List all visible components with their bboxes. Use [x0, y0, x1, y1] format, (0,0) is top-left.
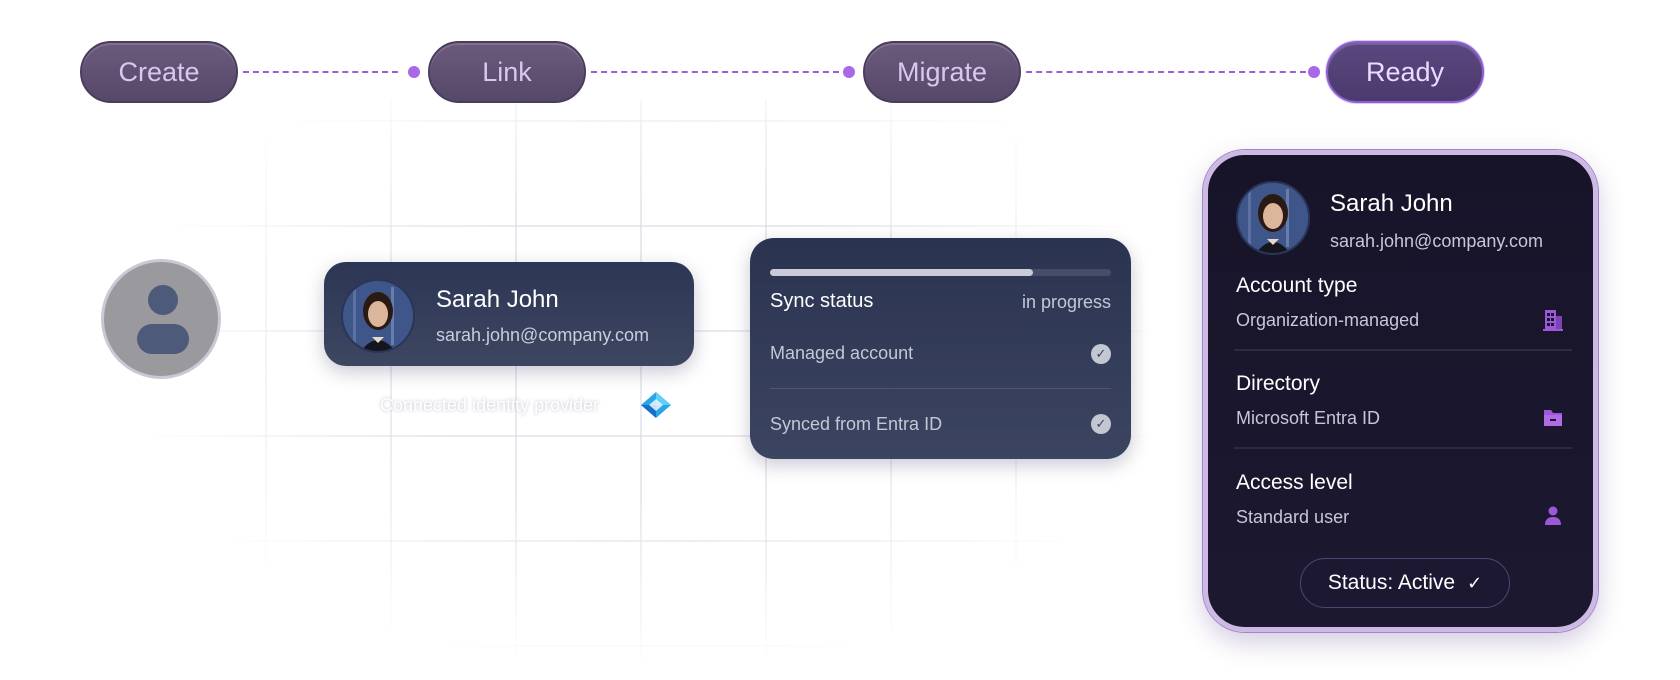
- linked-user-card: Sarah John sarah.john@company.com: [324, 262, 694, 366]
- entra-id-logo-icon: [641, 392, 671, 418]
- sync-progress-bar: [770, 269, 1111, 276]
- access-level-value: Standard user: [1236, 507, 1350, 527]
- directory-value: Microsoft Entra ID: [1236, 408, 1381, 428]
- directory-label: Directory: [1236, 372, 1321, 395]
- sync-status-card: Sync status in progress Managed account …: [750, 238, 1131, 459]
- account-type-label: Account type: [1236, 274, 1358, 297]
- check-circle-icon: ✓: [1091, 344, 1111, 364]
- status-active-button[interactable]: Status: Active ✓: [1300, 558, 1510, 608]
- access-level-label: Access level: [1236, 471, 1353, 494]
- sync-status-state: in progress: [1021, 292, 1111, 312]
- avatar: [341, 279, 415, 353]
- connector-dot: [408, 66, 420, 78]
- connector-line: [591, 71, 839, 73]
- divider: [770, 388, 1111, 389]
- step-link[interactable]: Link: [428, 41, 586, 103]
- step-ready[interactable]: Ready: [1326, 41, 1484, 103]
- avatar: [1236, 181, 1310, 255]
- step-create[interactable]: Create: [80, 41, 238, 103]
- user-email: sarah.john@company.com: [1330, 231, 1544, 251]
- divider: [1234, 447, 1572, 449]
- user-name: Sarah John: [436, 286, 559, 313]
- connector-dot: [1308, 66, 1320, 78]
- divider: [1234, 349, 1572, 351]
- ready-user-card: Sarah John sarah.john@company.com Accoun…: [1203, 150, 1598, 632]
- user-name: Sarah John: [1330, 190, 1453, 217]
- sync-row-entra-id: Synced from Entra ID: [770, 414, 943, 434]
- user-email: sarah.john@company.com: [436, 325, 650, 345]
- folder-icon: [1544, 410, 1562, 426]
- account-type-value: Organization-managed: [1236, 310, 1420, 330]
- sync-row-managed-account: Managed account: [770, 343, 914, 363]
- user-icon: [1545, 506, 1561, 525]
- sync-status-label: Sync status: [770, 290, 874, 312]
- connector-dot: [843, 66, 855, 78]
- step-migrate[interactable]: Migrate: [863, 41, 1021, 103]
- connector-line: [243, 71, 398, 73]
- check-circle-icon: ✓: [1091, 414, 1111, 434]
- building-icon: [1543, 310, 1563, 331]
- placeholder-avatar-icon: [101, 259, 221, 379]
- identity-provider-caption: Connected identity provider: [380, 395, 600, 415]
- checkmark-icon: ✓: [1467, 572, 1483, 593]
- connector-line: [1026, 71, 1306, 73]
- status-label: Status: Active: [1327, 571, 1456, 594]
